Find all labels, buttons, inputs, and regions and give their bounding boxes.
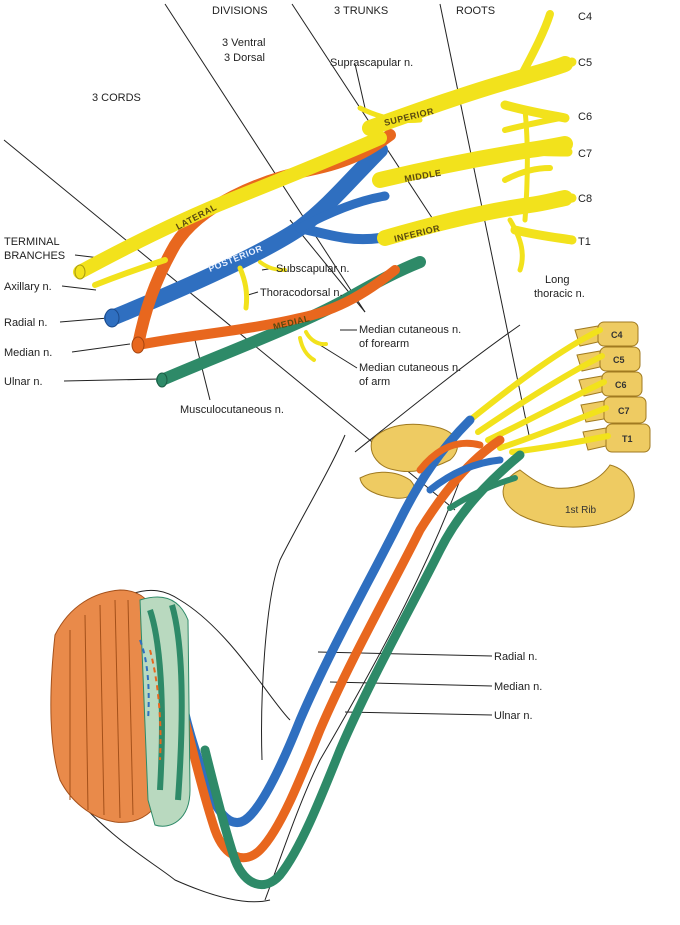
hand <box>50 589 191 827</box>
root-label-c7: C7 <box>578 148 592 160</box>
first-rib-label: 1st Rib <box>565 505 597 516</box>
suprascapular-label: Suprascapular n. <box>330 57 413 69</box>
median-cutaneous-arm-label: Median cutaneous n. <box>359 362 461 374</box>
divisions-header: DIVISIONS <box>212 5 268 17</box>
vertebra-label: T1 <box>622 434 633 444</box>
root-label-t1: T1 <box>578 236 591 248</box>
median-cutaneous-arm-label-2: of arm <box>359 376 390 388</box>
median-cutaneous-forearm-label-2: of forearm <box>359 338 409 350</box>
long-thoracic-label-2: thoracic n. <box>534 288 585 300</box>
first-rib: 1st Rib <box>502 464 635 528</box>
labels: DIVISIONS 3 TRUNKS ROOTS 3 Ventral 3 Dor… <box>4 5 592 722</box>
trunks-header: 3 TRUNKS <box>334 5 388 17</box>
branches-header-text: BRANCHES <box>4 250 65 262</box>
plexus-cords <box>73 129 426 386</box>
arm-ulnar-label: Ulnar n. <box>494 710 533 722</box>
cords-header: 3 CORDS <box>92 92 141 104</box>
radial-nerve-arm <box>175 415 475 827</box>
thoracodorsal-label: Thoracodorsal n. <box>260 287 343 299</box>
arm-median-label: Median n. <box>494 681 542 693</box>
vertebra-label: C7 <box>618 406 630 416</box>
dorsal-label: 3 Dorsal <box>224 52 265 64</box>
ulnar-label: Ulnar n. <box>4 376 43 388</box>
root-label-c8: C8 <box>578 193 592 205</box>
plexus-trunks-roots <box>237 10 577 362</box>
median-label: Median n. <box>4 347 52 359</box>
roots-header: ROOTS <box>456 5 495 17</box>
vertebra-label: C6 <box>615 380 627 390</box>
leader-lines <box>3 3 531 716</box>
arm-nerves <box>175 327 611 889</box>
ventral-label: 3 Ventral <box>222 37 265 49</box>
median-cutaneous-forearm-label: Median cutaneous n. <box>359 324 461 336</box>
arm-radial-label: Radial n. <box>494 651 537 663</box>
body-outline <box>59 324 521 903</box>
subscapular-label: Subscapular n. <box>276 263 349 275</box>
musculocutaneous-label: Musculocutaneous n. <box>180 404 284 416</box>
terminal-header: TERMINAL <box>4 236 60 248</box>
vertebra-label: C4 <box>611 330 623 340</box>
root-label-c4: C4 <box>578 11 592 23</box>
long-thoracic-label-1: Long <box>545 274 569 286</box>
vertebra-label: C5 <box>613 355 625 365</box>
root-label-c6: C6 <box>578 111 592 123</box>
middle-trunk <box>372 136 573 188</box>
root-label-c5: C5 <box>578 57 592 69</box>
ulnar-nerve-arm <box>200 450 525 889</box>
axillary-label: Axillary n. <box>4 281 52 293</box>
nerve-ends <box>74 264 168 388</box>
clavicle <box>359 423 458 499</box>
posterior-cord <box>104 142 388 326</box>
radial-label: Radial n. <box>4 317 47 329</box>
median-nerve-arm <box>180 435 505 863</box>
cervical-spine: C4 C5 C6 C7 T1 <box>574 321 651 453</box>
